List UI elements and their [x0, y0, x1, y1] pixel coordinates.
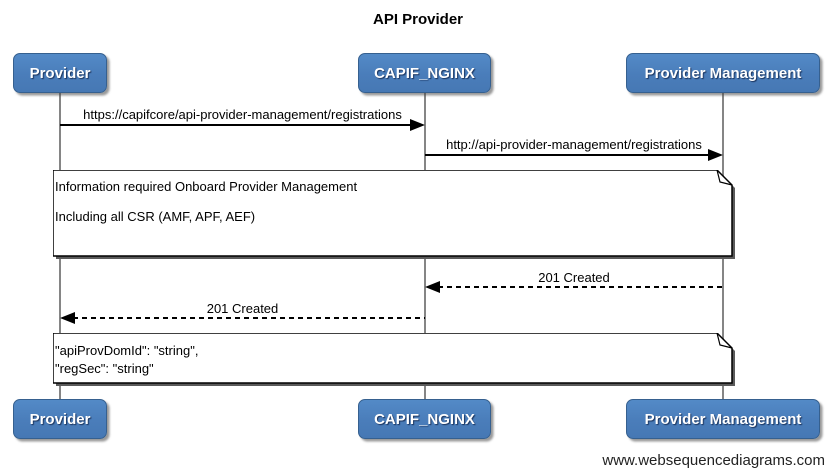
arrowhead-left-icon — [60, 312, 75, 324]
actor-label: Provider Management — [644, 410, 802, 428]
message-line — [438, 286, 723, 288]
message-label-201-created: 201 Created — [206, 301, 279, 316]
arrowhead-right-icon — [708, 149, 723, 161]
note-onboard-info: Information required Onboard Provider Ma… — [53, 170, 736, 260]
message-label-201-created: 201 Created — [538, 270, 610, 285]
arrowhead-right-icon — [410, 119, 425, 131]
message-line — [73, 317, 425, 319]
arrowhead-left-icon — [425, 281, 440, 293]
actor-top-capif-nginx: CAPIF_NGINX — [358, 53, 491, 93]
diagram-title: API Provider — [372, 11, 464, 28]
actor-top-provider-management: Provider Management — [626, 53, 820, 93]
actor-bottom-provider: Provider — [13, 399, 107, 439]
note-text: Information required Onboard Provider Ma… — [55, 179, 358, 224]
actor-bottom-provider-management: Provider Management — [626, 399, 820, 439]
actor-label: Provider — [29, 64, 91, 82]
note-shape — [53, 333, 735, 386]
message-line — [60, 124, 412, 126]
message-label-onboard-request: https://capifcore/api-provider-managemen… — [83, 107, 402, 122]
actor-bottom-capif-nginx: CAPIF_NGINX — [358, 399, 491, 439]
actor-label: CAPIF_NGINX — [374, 410, 475, 428]
note-response-body: "apiProvDomId": "string", "regSec": "str… — [53, 333, 736, 387]
message-line — [425, 154, 709, 156]
actor-top-provider: Provider — [13, 53, 107, 93]
actor-label: Provider Management — [644, 64, 802, 82]
note-shape — [53, 170, 735, 259]
actor-label: Provider — [29, 410, 91, 428]
note-text: "apiProvDomId": "string", "regSec": "str… — [55, 343, 199, 376]
message-label-forward-request: http://api-provider-management/registrat… — [446, 137, 702, 152]
websequencediagrams-watermark: www.websequencediagrams.com — [602, 452, 825, 469]
actor-label: CAPIF_NGINX — [374, 64, 475, 82]
